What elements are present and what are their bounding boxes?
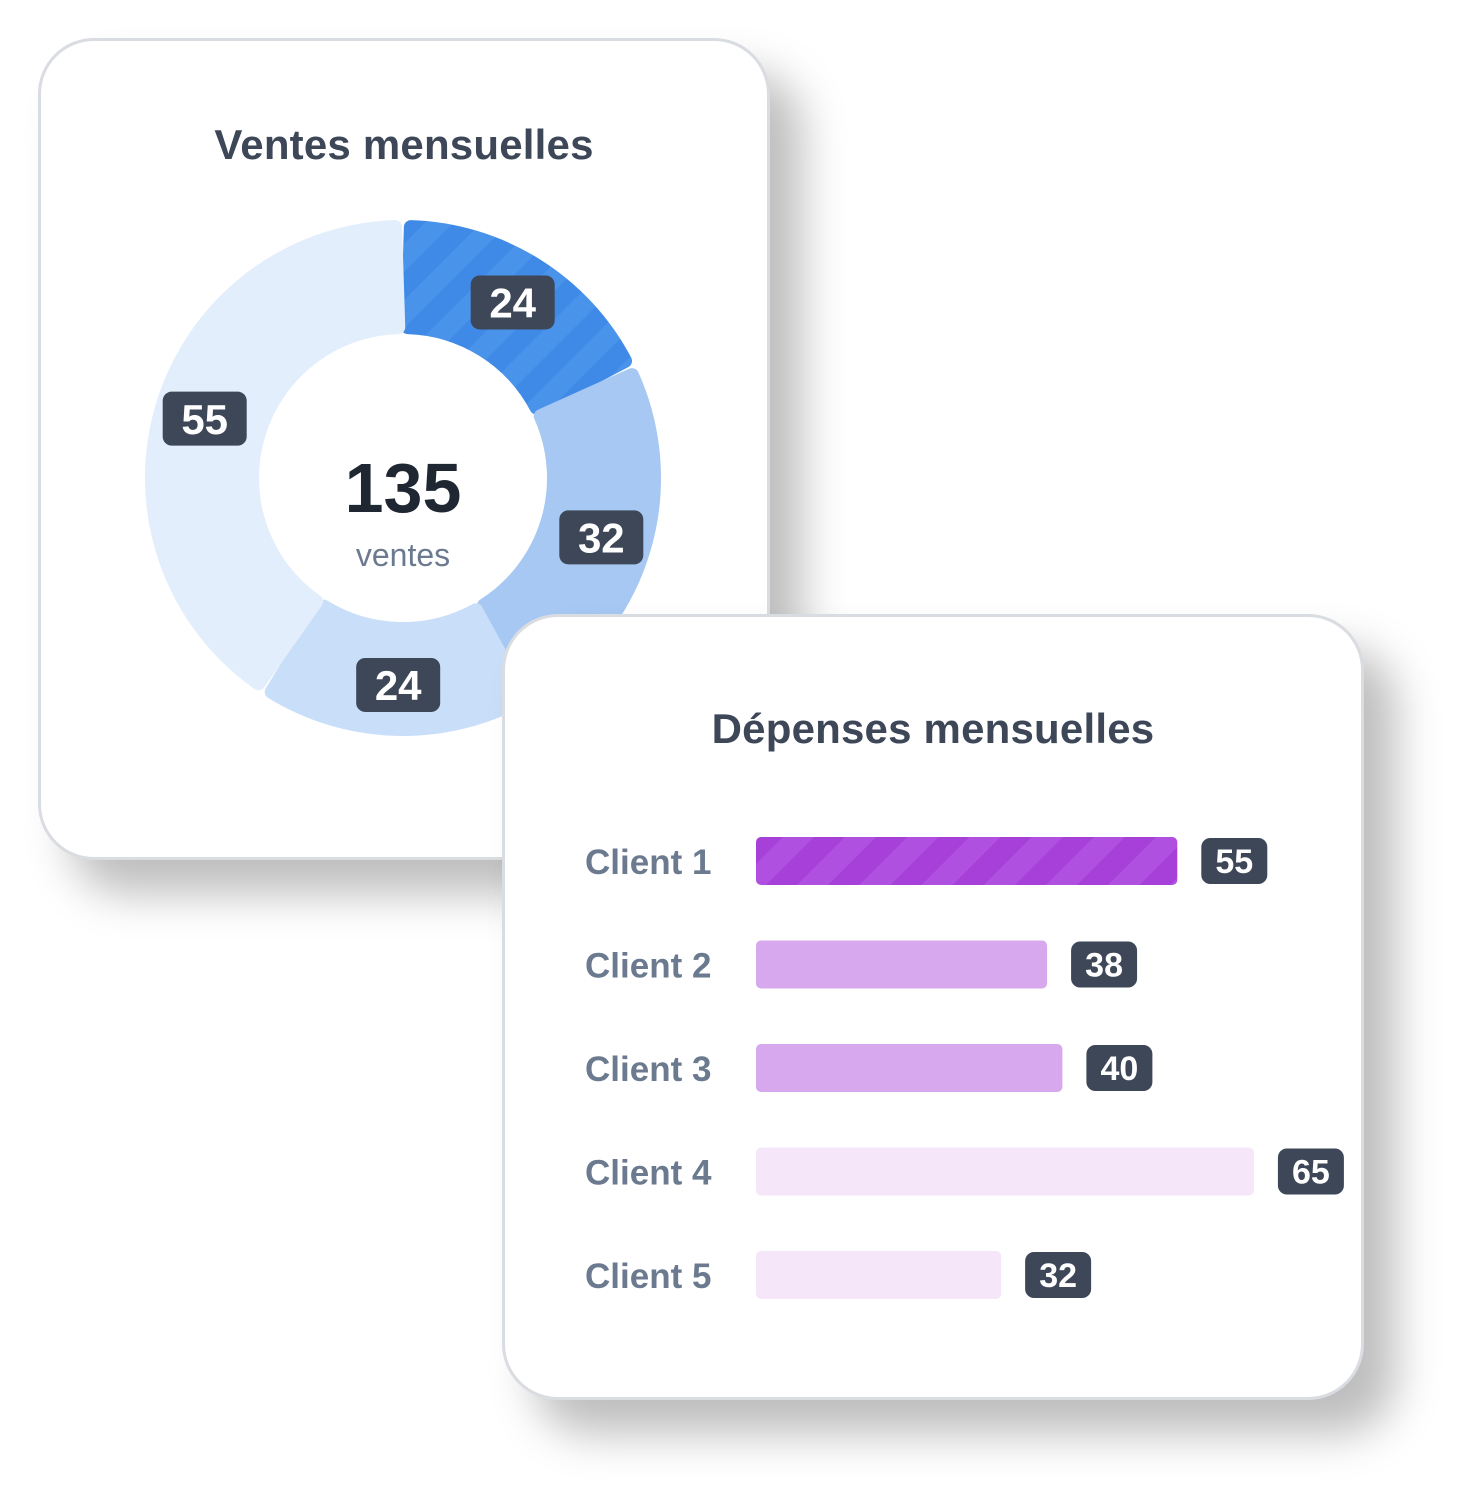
donut-segment-badge-text: 55 xyxy=(181,396,228,443)
donut-segment-badge-text: 32 xyxy=(578,514,625,561)
bar-row: Client 4 65 xyxy=(585,1147,1344,1196)
bar-value-badge-bg xyxy=(1071,941,1138,988)
donut-center-value: 135 xyxy=(345,449,462,527)
bar-value-badge-text: 40 xyxy=(1100,1050,1138,1088)
bar-value-badge: 32 xyxy=(1025,1252,1092,1298)
donut-segment-badge-bg xyxy=(470,275,555,330)
bar-value-badge-text: 65 xyxy=(1292,1154,1330,1192)
bar-row: Client 3 40 xyxy=(585,1044,1153,1092)
bar xyxy=(756,1251,1002,1299)
donut-segment-badge: 55 xyxy=(162,391,247,446)
expenses-chart-title: Dépenses mensuelles xyxy=(711,705,1155,752)
bar-category-label: Client 4 xyxy=(585,1154,712,1193)
donut-segment-badge: 24 xyxy=(470,275,555,330)
bar xyxy=(756,1147,1254,1196)
donut-segment-badge-bg xyxy=(162,391,247,446)
bar-value-badge: 38 xyxy=(1071,941,1138,988)
sales-chart-title: Ventes mensuelles xyxy=(214,121,594,168)
bar-value-badge: 65 xyxy=(1277,1148,1344,1195)
bar-value-badge-bg xyxy=(1025,1252,1092,1298)
bar-category-label: Client 2 xyxy=(585,947,711,986)
bar-value-badge-bg xyxy=(1086,1045,1153,1091)
bar-row: Client 1 55 xyxy=(585,837,1268,885)
bar-value-badge-text: 32 xyxy=(1039,1257,1077,1295)
donut-segment-badge-text: 24 xyxy=(375,662,422,709)
donut-segment xyxy=(145,220,406,691)
bar-value-badge: 55 xyxy=(1201,838,1268,884)
bar xyxy=(756,940,1048,989)
bar-category-label: Client 1 xyxy=(585,843,711,882)
bar-value-badge-text: 55 xyxy=(1215,843,1253,881)
donut-segment-badge-bg xyxy=(356,657,441,712)
bar-category-label: Client 5 xyxy=(585,1257,711,1296)
bar-value-badge: 40 xyxy=(1086,1045,1153,1091)
donut-segment-badge-text: 24 xyxy=(489,280,536,327)
donut-segment-badge-bg xyxy=(559,510,644,565)
bar-value-badge-bg xyxy=(1277,1148,1344,1195)
bar-category-label: Client 3 xyxy=(585,1050,711,1089)
donut-segment-badge: 24 xyxy=(356,657,441,712)
bar-row: Client 5 32 xyxy=(585,1251,1092,1299)
bar-value-badge-bg xyxy=(1201,838,1268,884)
donut-center-label: ventes xyxy=(356,537,450,573)
bar-value-badge-text: 38 xyxy=(1085,947,1123,985)
bar xyxy=(756,1044,1063,1092)
donut-segment-badge: 32 xyxy=(559,510,644,565)
bar-row: Client 2 38 xyxy=(585,940,1138,989)
bar xyxy=(756,837,1178,885)
